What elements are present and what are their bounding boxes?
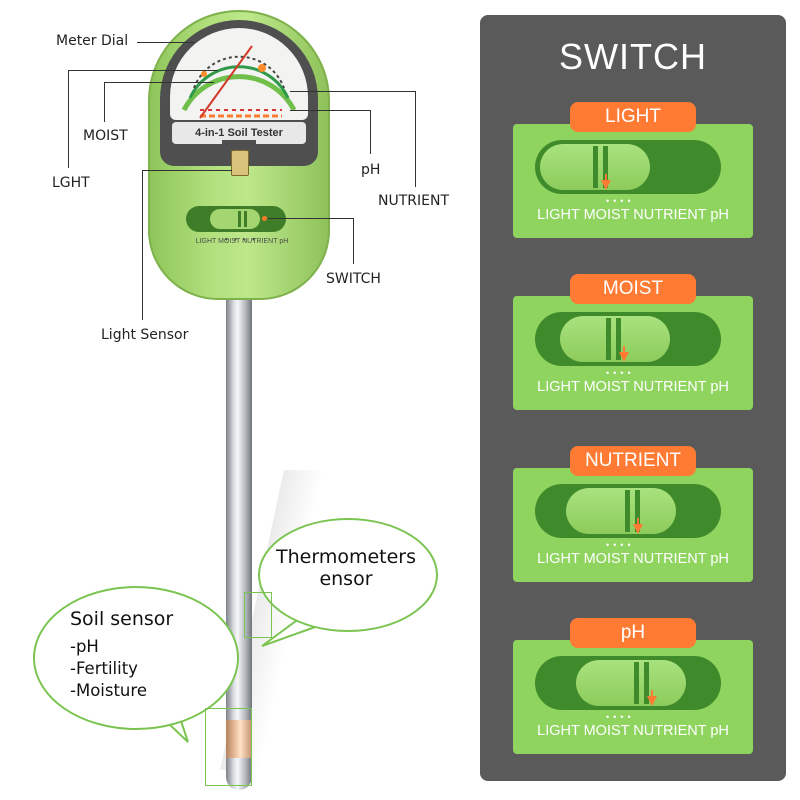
dial-scale-graphic bbox=[181, 45, 297, 119]
switch-panel-title: SWITCH bbox=[559, 36, 707, 77]
position-arrow-stem bbox=[637, 518, 639, 526]
knob-groove bbox=[625, 490, 630, 532]
leader-line bbox=[68, 70, 218, 71]
callout-moist: MOIST bbox=[83, 128, 128, 144]
switch-knob[interactable] bbox=[576, 660, 686, 706]
leader-line bbox=[142, 170, 232, 171]
callout-light: LGHT bbox=[52, 175, 90, 191]
leader-line bbox=[290, 91, 415, 92]
position-arrow-icon bbox=[619, 352, 629, 362]
device-switch-labels: LIGHT MOIST NUTRIENT pH bbox=[195, 238, 289, 245]
knob-groove bbox=[593, 146, 598, 188]
switch-position-labels: LIGHT MOIST NUTRIENT pH bbox=[537, 723, 729, 739]
position-arrow-stem bbox=[623, 346, 625, 354]
switch-position-labels: LIGHT MOIST NUTRIENT pH bbox=[537, 551, 729, 567]
leader-line bbox=[142, 170, 143, 320]
knob-groove bbox=[634, 662, 639, 704]
name-plate: 4-in-1 Soil Tester bbox=[172, 122, 306, 144]
position-dots: •••• bbox=[606, 712, 635, 722]
leader-line bbox=[353, 218, 354, 264]
thermometer-highlight bbox=[244, 592, 272, 638]
position-dots: •••• bbox=[606, 368, 635, 378]
knob-groove bbox=[606, 318, 611, 360]
leader-line bbox=[290, 110, 370, 111]
knob-groove bbox=[603, 146, 608, 188]
leader-line bbox=[268, 218, 353, 219]
mode-tab-moist: MOIST bbox=[570, 274, 696, 304]
thermometer-line-1: Thermometers bbox=[276, 546, 416, 568]
leader-line bbox=[68, 70, 69, 168]
position-arrow-icon bbox=[601, 180, 611, 190]
thermometer-bubble bbox=[258, 518, 438, 632]
position-arrow-icon bbox=[647, 696, 657, 706]
callout-switch: SWITCH bbox=[326, 271, 381, 287]
mode-tab-light: LIGHT bbox=[570, 102, 696, 132]
leader-line bbox=[104, 82, 214, 83]
soil-sensor-item-ph: -pH bbox=[70, 637, 99, 656]
device-switch-knob[interactable] bbox=[210, 209, 260, 229]
leader-line bbox=[104, 82, 105, 122]
callout-nutrient: NUTRIENT bbox=[378, 193, 449, 209]
device-position-dots: • • • • bbox=[225, 235, 257, 244]
soil-sensor-bubble bbox=[33, 586, 239, 730]
thermometer-sensor-label: Thermometers ensor bbox=[258, 546, 434, 590]
metal-probe bbox=[226, 290, 252, 790]
soil-sensor-list: -pH -Fertility -Moisture bbox=[70, 636, 147, 702]
device-knob-groove bbox=[244, 211, 247, 227]
soil-sensor-item-fertility: -Fertility bbox=[70, 659, 138, 678]
position-dots: •••• bbox=[606, 196, 635, 206]
thermometer-line-2: ensor bbox=[319, 568, 373, 590]
leader-line bbox=[137, 42, 195, 43]
leader-line bbox=[370, 110, 371, 154]
switch-knob[interactable] bbox=[560, 316, 670, 362]
position-arrow-icon bbox=[633, 524, 643, 534]
callout-ph: pH bbox=[361, 162, 381, 178]
leader-line bbox=[415, 91, 416, 187]
soil-sensor-title: Soil sensor bbox=[70, 608, 174, 630]
knob-groove bbox=[635, 490, 640, 532]
switch-position-labels: LIGHT MOIST NUTRIENT pH bbox=[537, 379, 729, 395]
position-arrow-stem bbox=[605, 174, 607, 182]
knob-groove bbox=[616, 318, 621, 360]
light-sensor-window bbox=[231, 150, 249, 176]
soil-sensor-highlight bbox=[205, 708, 252, 786]
knob-groove bbox=[644, 662, 649, 704]
switch-knob[interactable] bbox=[566, 488, 676, 534]
mode-tab-nutrient: NUTRIENT bbox=[570, 446, 696, 476]
position-dots: •••• bbox=[606, 540, 635, 550]
position-arrow-stem bbox=[651, 690, 653, 698]
soil-sensor-item-moisture: -Moisture bbox=[70, 681, 147, 700]
device-knob-groove bbox=[238, 211, 241, 227]
callout-meter-dial: Meter Dial bbox=[56, 33, 129, 49]
device-switch-indicator bbox=[262, 216, 267, 221]
callout-light-sensor: Light Sensor bbox=[101, 327, 189, 343]
mode-tab-ph: pH bbox=[570, 618, 696, 648]
soil-sensor-band bbox=[226, 720, 252, 758]
switch-position-labels: LIGHT MOIST NUTRIENT pH bbox=[537, 207, 729, 223]
